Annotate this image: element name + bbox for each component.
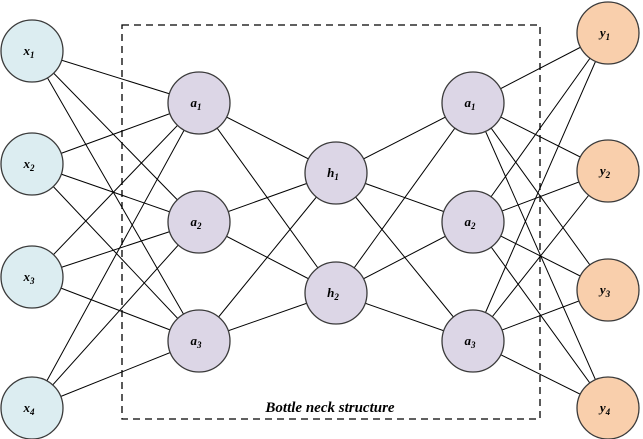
output-node-circle [576,1,640,65]
output-node-circle [576,376,640,439]
edge-input-4-to-encoder-2 [31,221,200,409]
node-label-base: x [23,43,31,58]
node-label-subscript: 2 [333,292,339,302]
output-node-3: y3 [576,258,640,322]
node-label-subscript: 3 [29,276,35,286]
node-label-base: a [465,214,472,229]
node-label-subscript: 2 [196,221,202,231]
decoder-node-label: a1 [465,95,476,112]
edge-input-1-to-encoder-2 [31,50,200,223]
node-label-base: a [465,333,472,348]
bottleneck-caption: Bottle neck structure [264,400,395,416]
node-label-subscript: 1 [30,50,35,60]
input-node-label: x2 [23,156,36,173]
node-label-subscript: 1 [334,172,339,182]
encoder-node-circle [167,309,231,373]
decoder-node-circle [441,309,505,373]
encoder-node-label: a3 [191,333,203,350]
node-label-base: a [191,214,198,229]
edge-bottleneck-2-to-decoder-1 [335,102,474,294]
encoder-node-3: a3 [167,309,231,373]
input-node-4: x4 [0,376,64,439]
node-label-subscript: 2 [470,221,476,231]
bottleneck-node-circle [304,141,368,205]
output-node-label: y1 [598,25,610,42]
edge-input-4-to-encoder-1 [31,102,200,409]
decoder-node-3: a3 [441,309,505,373]
edge-input-1-to-encoder-3 [31,50,200,342]
decoder-node-circle [441,71,505,135]
encoder-node-2: a2 [167,190,231,254]
output-node-label: y4 [598,400,611,417]
node-label-subscript: 3 [470,340,476,350]
output-node-circle [576,139,640,203]
input-node-label: x1 [23,43,35,60]
node-label-base: x [23,269,31,284]
node-label-subscript: 1 [606,32,611,42]
node-label-subscript: 4 [605,407,611,417]
input-node-label: x4 [23,400,36,417]
input-node-circle [0,132,64,196]
input-node-circle [0,245,64,309]
input-node-circle [0,19,64,83]
edge-input-3-to-encoder-1 [31,102,200,278]
node-label-subscript: 4 [29,407,35,417]
decoder-node-2: a2 [441,190,505,254]
encoder-node-1: a1 [167,71,231,135]
decoder-node-label: a3 [465,333,477,350]
bottleneck-node-2: h2 [304,261,368,325]
encoder-node-circle [167,71,231,135]
node-label-base: a [191,333,198,348]
bottleneck-node-label: h2 [327,285,339,302]
input-node-label: x3 [23,269,36,286]
output-node-label: y3 [598,282,611,299]
decoder-node-label: a2 [465,214,477,231]
input-node-2: x2 [0,132,64,196]
node-label-base: x [23,156,31,171]
node-label-subscript: 1 [197,102,202,112]
node-label-base: h [327,165,334,180]
node-label-base: x [23,400,31,415]
node-label-subscript: 2 [29,163,35,173]
node-label-subscript: 2 [605,170,611,180]
node-label-subscript: 3 [196,340,202,350]
node-label-base: a [191,95,198,110]
encoder-node-circle [167,190,231,254]
node-label-base: y [598,163,606,178]
node-label-base: y [598,25,606,40]
bottleneck-box [121,24,541,420]
node-label-base: y [598,400,606,415]
node-label-subscript: 3 [605,289,611,299]
encoder-node-label: a2 [191,214,203,231]
encoder-node-label: a1 [191,95,202,112]
bottleneck-node-label: h1 [327,165,339,182]
output-node-circle [576,258,640,322]
decoder-node-1: a1 [441,71,505,135]
node-label-base: y [598,282,606,297]
output-node-2: y2 [576,139,640,203]
node-label-base: a [465,95,472,110]
node-label-subscript: 1 [471,102,476,112]
bottleneck-node-circle [304,261,368,325]
input-node-circle [0,376,64,439]
node-label-base: h [327,285,334,300]
output-node-label: y2 [598,163,611,180]
bottleneck-node-1: h1 [304,141,368,205]
input-node-3: x3 [0,245,64,309]
decoder-node-circle [441,190,505,254]
edge-encoder-3-to-bottleneck-1 [198,172,337,342]
connections [31,32,609,409]
output-node-1: y1 [576,1,640,65]
edge-input-2-to-encoder-3 [31,163,200,342]
input-node-1: x1 [0,19,64,83]
output-node-4: y4 [576,376,640,439]
